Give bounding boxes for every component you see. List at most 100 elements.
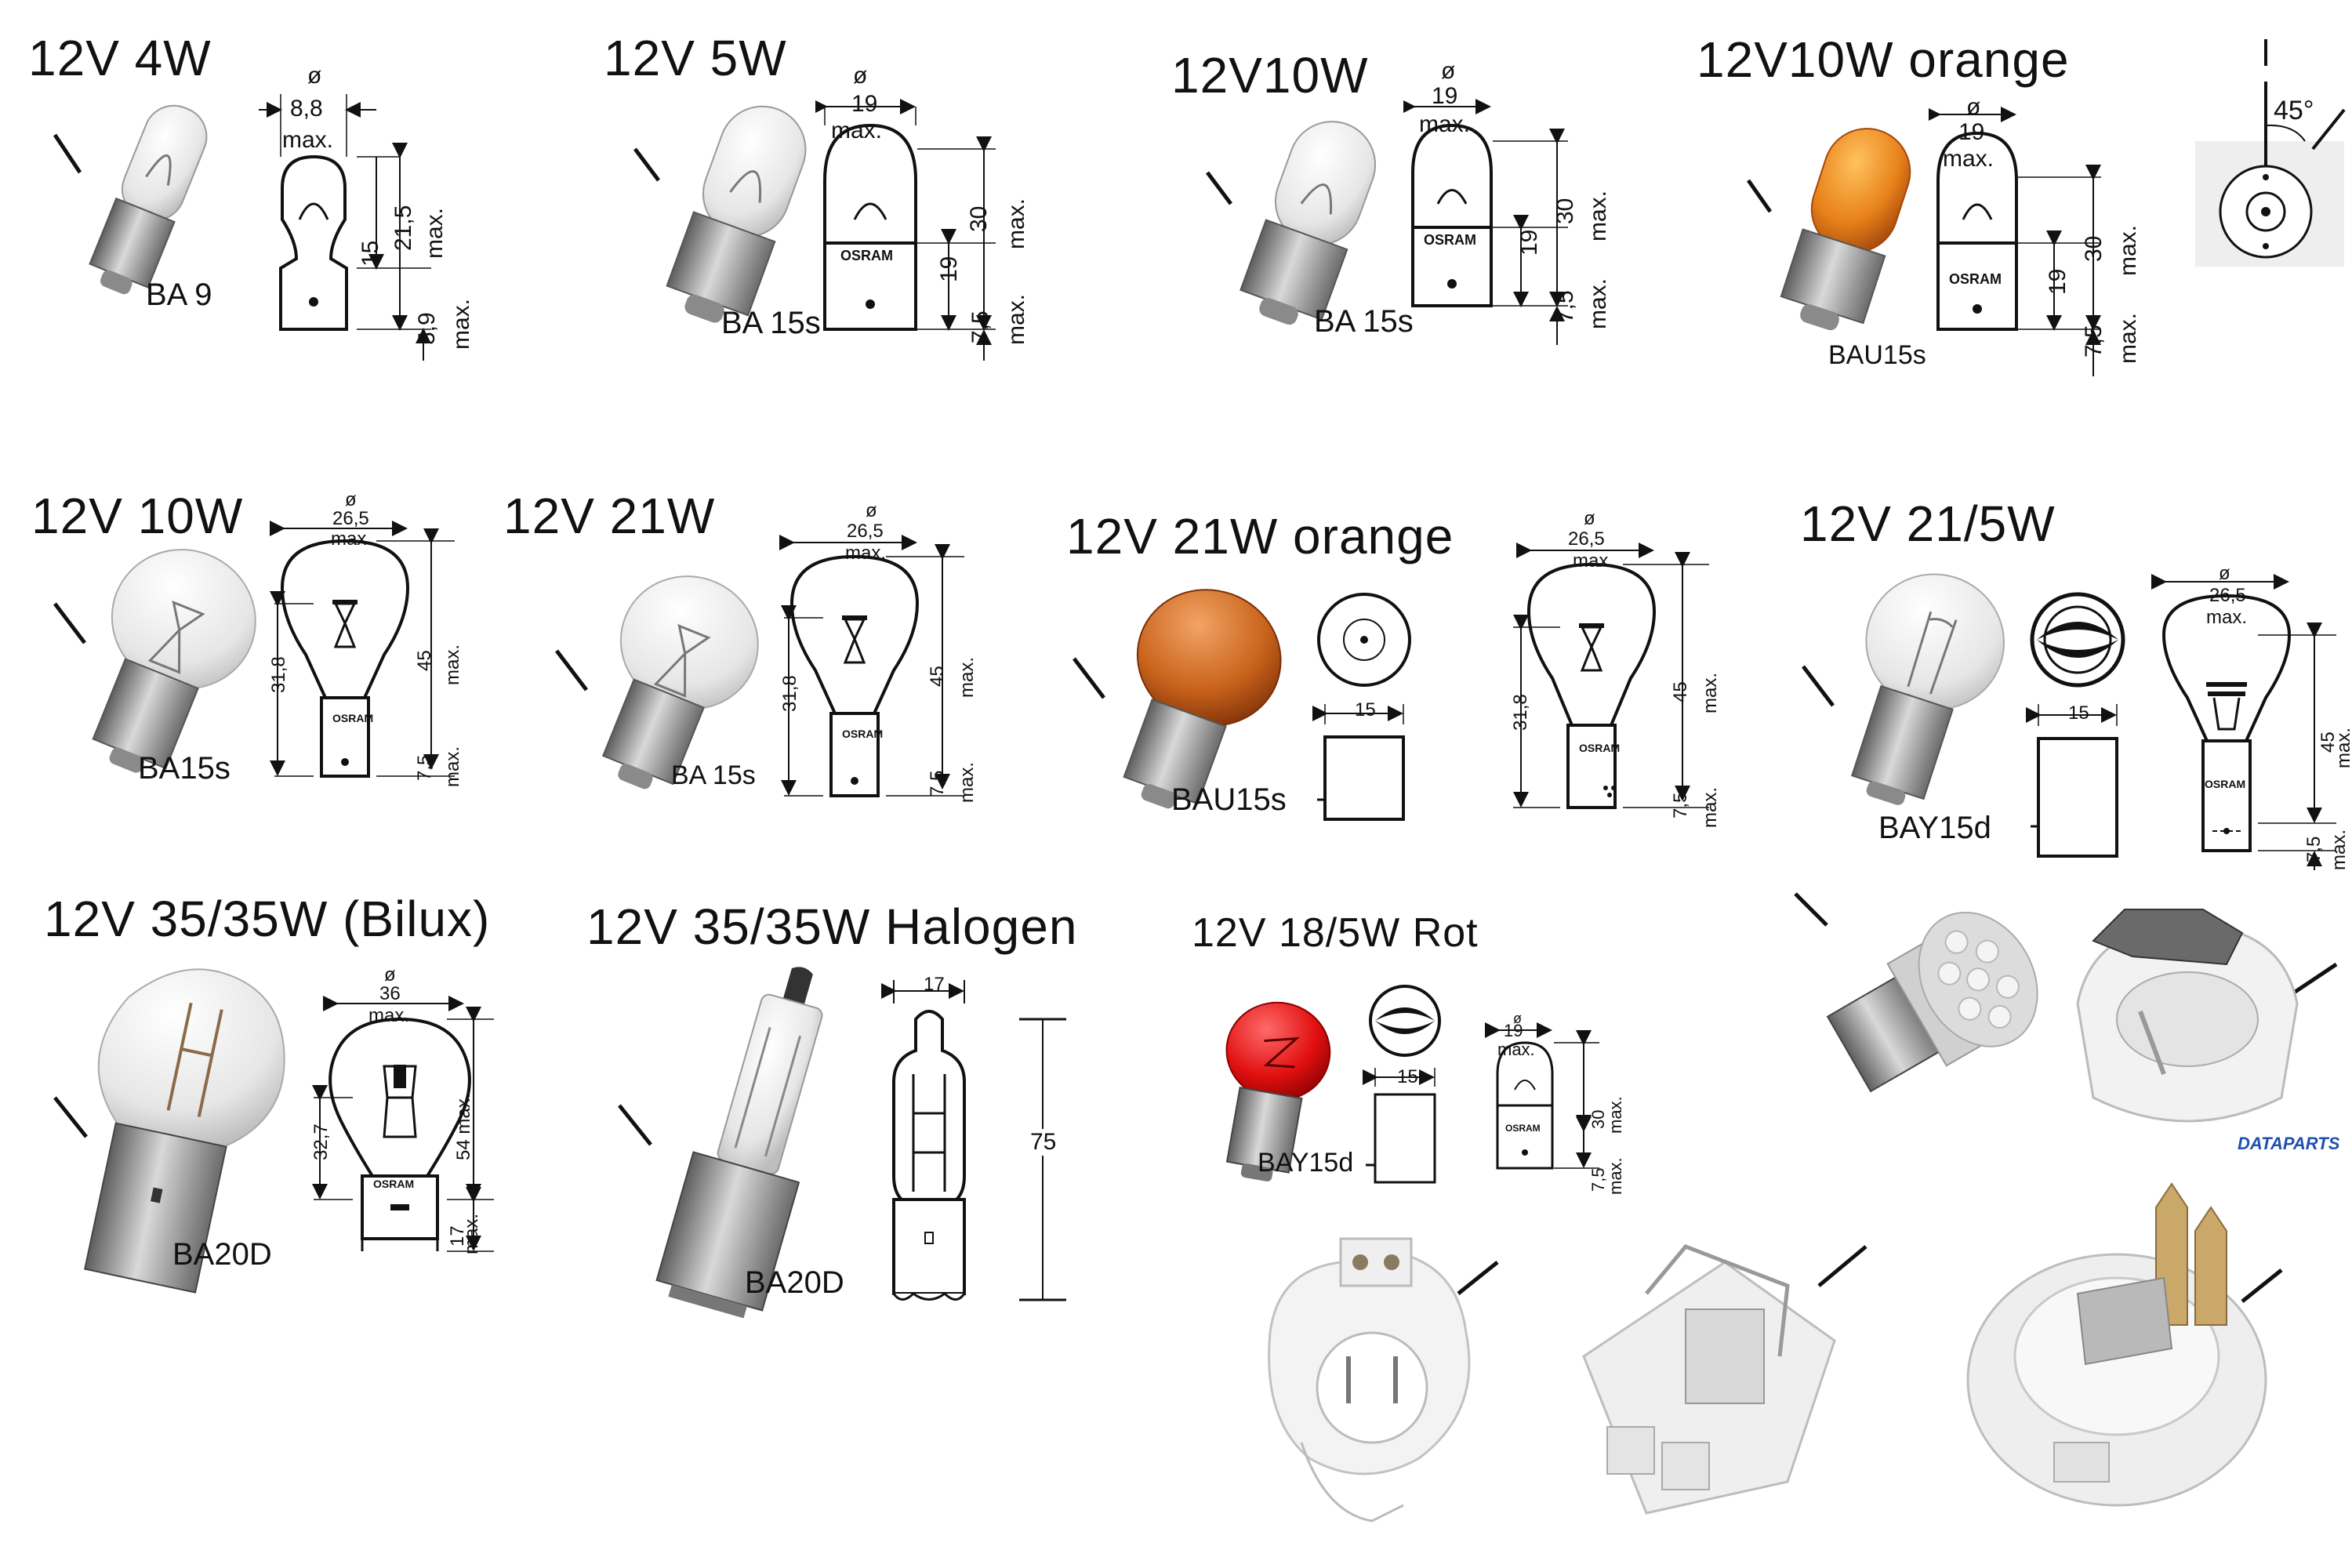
width-max-label: max. [282,127,334,153]
pin-width-value: 15 [1397,1066,1418,1087]
watermark-logo: DATAPARTS [2238,1134,2340,1153]
total-max-label: max. [1004,198,1029,249]
bulb-photo-bau15s-orange [1746,128,1911,331]
base-length-value: 7,5 [1588,1167,1608,1192]
base-type-label: BAY15d [1878,811,1991,845]
diameter-symbol: ø [1584,508,1595,529]
bulb-photo-ba20d-halogen [618,967,823,1319]
base-type-label: BA20D [172,1237,272,1272]
pin-drawing-bay15d [1363,985,1441,1184]
base-type-label: BA20D [745,1265,844,1300]
dimension-drawing-ba20d-halogen [881,980,1066,1301]
total-length-value: 30 [1588,1109,1608,1129]
diameter-symbol: ø [853,63,868,89]
dimension-drawing-bay15d [2151,574,2336,870]
bulb-title-12v10w: 12V10W [1171,47,1369,103]
inner-length-value: 19 [1516,229,1542,256]
socket-photo-3 [1966,1182,2283,1507]
pin-width-value: 15 [1355,699,1376,720]
brand-label: OSRAM [1505,1123,1541,1134]
bulb-photo-bau15s-amber [1073,589,1282,809]
base-length-value: 7,5 [2303,836,2325,862]
bulb-photo-bay15d [1802,573,2005,805]
base-length-value: 7,5 [2081,325,2107,358]
pin-drawing-bay15d [2026,592,2125,858]
bulb-photo-ba15s [53,549,256,773]
base-type-label: BA 9 [146,278,212,312]
dimension-drawing-bau15s [1929,107,2101,376]
bulb-photo-ba15s [1206,121,1377,325]
width-value: 26,5 [1568,528,1605,550]
inner-length-value: 19 [2045,268,2071,295]
dimension-drawing-ba15s [815,99,996,361]
brand-label: OSRAM [2205,778,2246,790]
base-length-value: 5,9 [414,312,440,345]
total-max-label: max. [1700,672,1721,713]
width-value: 36 [379,983,401,1004]
total-max-label: max. [442,644,463,685]
bulb-title-12v-10w: 12V 10W [31,488,244,544]
width-value: 17 [924,974,945,995]
base-max-label: max. [956,761,978,803]
bulb-title-12v10w-orange: 12V10W orange [1697,31,2070,88]
diameter-symbol: ø [384,964,396,985]
total-length-value: 30 [966,205,992,232]
pin-width-value: 15 [2068,702,2089,724]
base-max-label: max. [461,1213,482,1254]
base-type-label: BAU15s [1828,340,1926,370]
bulb-title-12v-5w: 12V 5W [604,30,787,86]
brand-label: OSRAM [1424,232,1476,248]
total-max-label: max. [1585,190,1611,241]
width-value: 19 [1504,1021,1523,1040]
total-length-value: 75 [1030,1129,1057,1156]
total-length-value: 21,5 [390,205,416,251]
base-length-value: 7,5 [1552,290,1578,323]
brand-label: OSRAM [373,1178,415,1190]
bulb-title-12v-21-5w: 12V 21/5W [1800,495,2056,552]
diameter-symbol: ø [1966,94,1981,120]
bulb-holder-photo [2076,909,2338,1123]
total-max-label: max. [2333,727,2352,768]
base-type-label: BA 15s [721,306,821,340]
base-length-value: 7,5 [1670,792,1691,818]
base-max-label: max. [2115,312,2141,364]
base-max-label: max. [1585,278,1611,329]
total-length-value: 30 [1552,198,1578,224]
width-value: 19 [851,91,878,117]
diameter-symbol: ø [345,489,357,510]
socket-photo-2 [1582,1244,1867,1515]
inner-length-value: 31,8 [268,656,289,693]
bulb-photo-bay15d-red [1225,1001,1331,1181]
inner-length-value: 31,8 [1510,694,1531,731]
total-length-value: 54 max. [453,1093,474,1160]
width-max-label: max. [831,118,883,143]
bulb-title-12v-35-35w-halogen: 12V 35/35W Halogen [586,898,1078,955]
base-max-label: max. [448,298,474,350]
base-type-label: BA15s [138,751,230,786]
brand-label: OSRAM [842,728,884,740]
base-length-value: 7,5 [414,754,435,781]
inner-length-value: 15 [358,240,383,267]
socket-photo-1 [1268,1237,1499,1523]
dimension-drawing-bau15s [1513,543,1709,809]
width-max-label: max. [1419,111,1471,137]
diameter-symbol: ø [1513,1011,1522,1026]
width-max-label: max. [2206,607,2248,628]
brand-label: OSRAM [332,712,374,724]
base-max-label: max. [1004,293,1029,345]
width-max-label: max. [368,1005,410,1026]
width-value: 26,5 [847,521,884,542]
diameter-symbol: ø [307,63,322,89]
dimension-drawing-ba15s [779,535,964,797]
bulb-title-12v-4w: 12V 4W [28,30,212,86]
pin-drawing-bau15s [1312,593,1411,821]
led-bulb-photo [1794,892,2038,1093]
diameter-symbol: ø [2219,563,2230,584]
total-max-label: max. [956,656,978,698]
width-max-label: max. [845,543,887,564]
width-value: 26,5 [2209,585,2246,606]
dimension-drawing-bay15d [1485,1022,1599,1170]
width-max-label: max. [331,528,372,550]
width-max-label: max. [1497,1040,1535,1059]
bulb-photo-ba20d-bilux [53,968,285,1294]
